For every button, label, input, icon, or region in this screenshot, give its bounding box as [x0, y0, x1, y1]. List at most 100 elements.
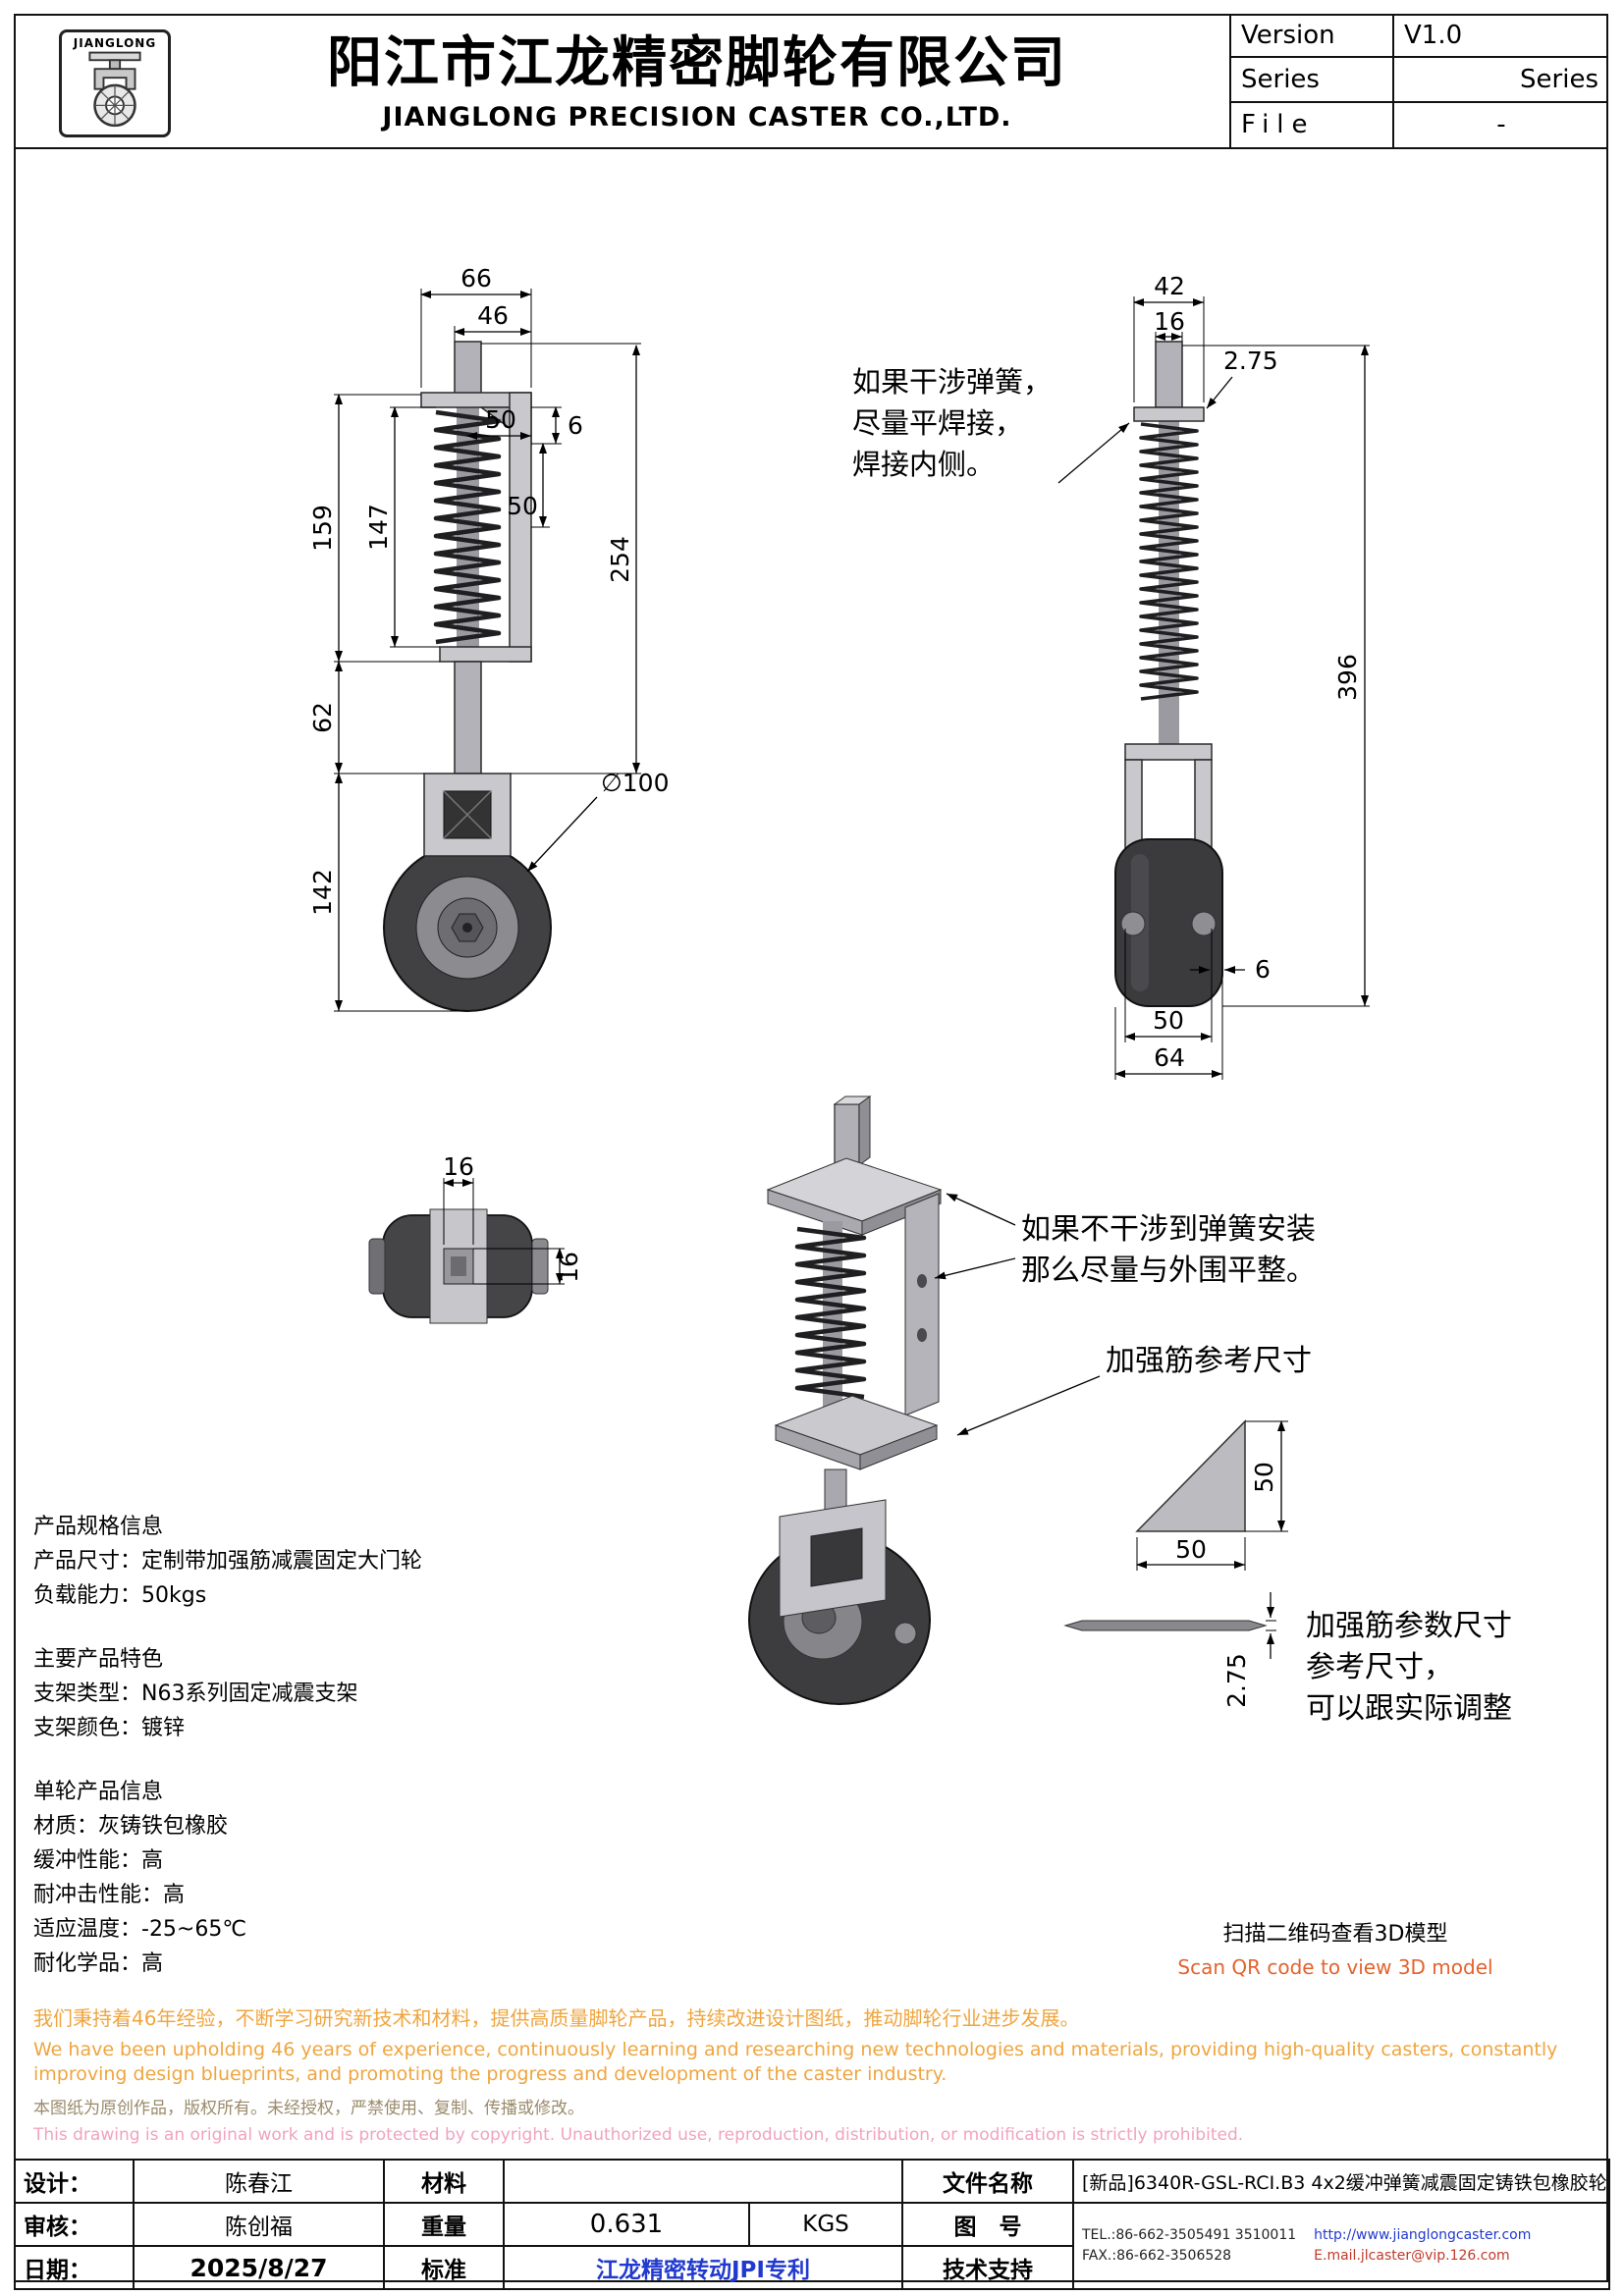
version-value: V1.0: [1404, 20, 1463, 50]
gusset-detail: 50 50 2.75 加强筋参数尺寸 参考尺寸， 可以跟实际调整: [1063, 1419, 1512, 1726]
housing-cross: [443, 790, 492, 839]
dim-label: 142: [308, 869, 337, 916]
copyright-statement-en: This drawing is an original work and is …: [33, 2125, 1244, 2146]
top-view: 16 16: [368, 1152, 583, 1324]
series-value: Series: [1520, 64, 1598, 94]
bracket-panel: [904, 1193, 940, 1416]
dim-label: 50: [1250, 1462, 1278, 1493]
spec-line: 材质：灰铸铁包橡胶: [33, 1814, 229, 1839]
copyright-statement-cn: 本图纸为原创作品，版权所有。未经授权，严禁使用、复制、传播或修改。: [33, 2099, 584, 2119]
spec-line: 支架类型：N63系列固定减震支架: [33, 1682, 358, 1706]
dim-label: 50: [1153, 1006, 1184, 1035]
spring-coil: [1139, 422, 1199, 701]
spec-line: 缓冲性能：高: [33, 1848, 164, 1873]
date-value: 2025/8/27: [133, 2245, 385, 2290]
webmail: http://www.jianglongcaster.com E.mail.jl…: [1314, 2225, 1531, 2267]
spec-line: 适应温度：-25~65℃: [33, 1917, 247, 1942]
telfax: TEL.:86-662-3505491 3510011 FAX.:86-662-…: [1082, 2225, 1296, 2267]
series-row: Series Series: [1231, 58, 1608, 103]
file-name-label: 文件名称: [901, 2159, 1074, 2204]
flush-note-line1: 如果不干涉到弹簧安装: [1021, 1212, 1316, 1247]
gusset-param-note1: 加强筋参数尺寸: [1306, 1609, 1512, 1643]
design-value: 陈春江: [133, 2159, 385, 2204]
rod-side-face: [858, 1095, 871, 1166]
spec-line: 产品尺寸：定制带加强筋减震固定大门轮: [33, 1549, 423, 1574]
dim-label: 16: [443, 1152, 474, 1181]
review-label: 审核：: [14, 2202, 135, 2247]
dim-label-diameter: ∅100: [601, 769, 670, 797]
spec-section1-title: 产品规格信息: [33, 1515, 164, 1539]
gusset-param-note2: 参考尺寸，: [1306, 1650, 1453, 1684]
dim-label: 159: [308, 505, 337, 552]
gusset-ref-note: 加强筋参考尺寸: [1106, 1344, 1312, 1378]
standard-label: 标准: [383, 2245, 505, 2290]
dim-label: 46: [477, 301, 509, 330]
spec-section3-title: 单轮产品信息: [33, 1780, 164, 1804]
version-row: Version V1.0: [1231, 14, 1608, 59]
series-label: Series: [1231, 58, 1394, 101]
stem-rod: [1155, 341, 1183, 408]
dim-label: 147: [364, 504, 393, 551]
spring-coil: [433, 409, 502, 645]
axle-cap-left: [368, 1238, 386, 1295]
spec-line: 耐化学品：高: [33, 1951, 164, 1976]
company-logo: JIANGLONG: [59, 29, 171, 137]
weld-note-line3: 焊接内侧。: [852, 448, 995, 481]
dim-label: 2.75: [1222, 1653, 1251, 1708]
caster-logo-icon: [88, 51, 141, 128]
weight-value: 0.631: [503, 2202, 750, 2247]
spec-line: 耐冲击性能：高: [33, 1883, 186, 1907]
fax: FAX.:86-662-3506528: [1082, 2248, 1232, 2264]
product-specs: 产品规格信息 产品尺寸：定制带加强筋减震固定大门轮 负载能力：50kgs 主要产…: [33, 1510, 583, 1981]
logo-text: JIANGLONG: [73, 36, 157, 50]
bracket-hole: [917, 1328, 927, 1342]
axle-bolt: [893, 1622, 917, 1645]
dim-label: 50: [1175, 1535, 1207, 1564]
front-view: 66 46 159 147 62 142 254 50 6 50 ∅100: [308, 264, 670, 1012]
center-hole: [451, 1256, 466, 1276]
axle-cap-right: [531, 1238, 549, 1295]
header-divider: [14, 147, 1608, 149]
axle-bolt-right: [1191, 911, 1217, 936]
file-label: File: [1231, 102, 1394, 147]
company-name-cn: 阳江市江龙精密脚轮有限公司: [327, 31, 1067, 95]
axle-center: [462, 923, 472, 933]
gusset-param-note3: 可以跟实际调整: [1306, 1691, 1512, 1726]
stem-rod: [834, 1103, 860, 1166]
side-view: 42 16 2.75 396 6 50 64 如果干涉弹簧， 尽量平焊接， 焊接…: [852, 272, 1370, 1080]
lower-rod: [454, 661, 482, 774]
weld-note-line1: 如果干涉弹簧，: [852, 365, 1052, 399]
material-label: 材料: [383, 2159, 505, 2204]
experience-statement-cn: 我们秉持着46年经验，不断学习研究新技术和材料，提供高质量脚轮产品，持续改进设计…: [33, 2006, 1080, 2030]
review-value: 陈创福: [133, 2202, 385, 2247]
title-block: 设计： 陈春江 材料 文件名称 [新品]6340R-GSL-RCI.B3 4x2…: [14, 2159, 1610, 2290]
spec-section2-title: 主要产品特色: [33, 1647, 164, 1672]
spring-coil: [794, 1226, 867, 1400]
dim-label: 254: [606, 536, 634, 583]
dim-label: 50: [507, 492, 538, 520]
dim-label: 50: [485, 405, 516, 434]
flush-note-line2: 那么尽量与外围平整。: [1021, 1254, 1316, 1288]
revision-table: Version V1.0 Series Series File -: [1229, 14, 1608, 147]
tel: TEL.:86-662-3505491 3510011: [1082, 2227, 1297, 2243]
design-label: 设计：: [14, 2159, 135, 2204]
date-label: 日期：: [14, 2245, 135, 2290]
standard-value: 江龙精密转动JPI专利: [503, 2245, 903, 2290]
dim-label: 62: [308, 702, 337, 733]
company-name-en: JIANGLONG PRECISION CASTER CO.,LTD.: [382, 101, 1012, 133]
file-name-value: [新品]6340R-GSL-RCI.B3 4x2缓冲弹簧减震固定铸铁包橡胶轮: [1072, 2159, 1610, 2204]
top-plate: [1133, 406, 1205, 422]
dim-label: 6: [568, 411, 583, 440]
file-row: File -: [1231, 102, 1608, 147]
gusset-edge-view: [1063, 1620, 1268, 1631]
fork-crossbar: [1124, 743, 1213, 761]
footer-statements: 我们秉持着46年经验，不断学习研究新技术和材料，提供高质量脚轮产品，持续改进设计…: [33, 2002, 1591, 2152]
company-header: 阳江市江龙精密脚轮有限公司 JIANGLONG PRECISION CASTER…: [177, 33, 1218, 133]
dim-label: 64: [1154, 1043, 1185, 1072]
dim-label: 6: [1255, 955, 1271, 984]
bottom-bar-right: [859, 1424, 938, 1470]
material-value: [503, 2159, 903, 2204]
stem-rod: [454, 341, 482, 398]
